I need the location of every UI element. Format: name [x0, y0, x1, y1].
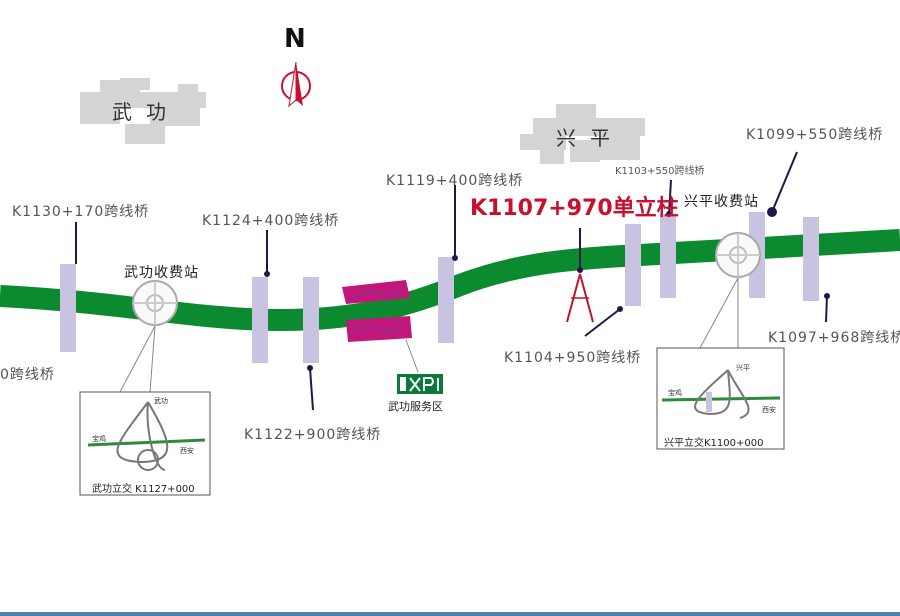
bridge-label-k1103: K1103+550跨线桥: [615, 166, 705, 177]
compass-icon: [281, 61, 311, 108]
town-block-wugong: [80, 78, 206, 144]
service-area-sign-icon: [397, 374, 443, 394]
service-area-label: 武功服务区: [388, 400, 443, 413]
xingping-interchange-west: 宝鸡: [668, 389, 682, 397]
xingping-interchange-east: 西安: [762, 406, 776, 414]
bridge-bar-k1130: [60, 264, 76, 352]
bottom-border: [0, 612, 900, 616]
grey-leader-lines: [119, 277, 739, 393]
bridge-bar-k1103: [660, 214, 676, 298]
bridge-label-left-partial: 0跨线桥: [0, 367, 55, 383]
interchange-diagram-xingping: [656, 347, 785, 450]
bridge-label-k1099: K1099+550跨线桥: [746, 127, 884, 143]
xingping-interchange-caption: 兴平立交K1100+000: [664, 438, 764, 449]
xingping-interchange-north: 兴平: [736, 364, 750, 372]
toll-icon-wugong: [132, 280, 178, 326]
north-label: N: [284, 24, 307, 54]
bridge-bar-k1104: [625, 224, 641, 306]
bridge-label-k1122: K1122+900跨线桥: [244, 427, 382, 443]
toll-label-xingping: 兴平收费站: [684, 194, 759, 210]
service-area-markers: [342, 280, 412, 342]
leader-lines: [75, 151, 830, 411]
bridge-bar-k1122: [303, 277, 319, 363]
bridge-label-k1124: K1124+400跨线桥: [202, 213, 340, 229]
bridge-label-k1119: K1119+400跨线桥: [386, 173, 524, 189]
bridge-label-k1130: K1130+170跨线桥: [12, 204, 150, 220]
bridge-bar-k1097: [803, 217, 819, 301]
column-label: K1107+970单立柱: [470, 196, 679, 221]
town-label-wugong: 武功: [112, 100, 180, 124]
wugong-interchange-north: 武功: [154, 397, 168, 405]
town-label-xingping: 兴平: [556, 126, 624, 150]
wugong-interchange-west: 宝鸡: [92, 435, 106, 443]
wugong-interchange-east: 西安: [180, 447, 194, 455]
toll-icon-xingping: [715, 232, 761, 278]
bridge-bar-k1124: [252, 277, 268, 363]
wugong-interchange-caption: 武功立交 K1127+000: [92, 484, 195, 495]
bridge-bar-k1119: [438, 257, 454, 343]
single-column-marker: [566, 228, 594, 323]
interchange-diagram-wugong: [79, 391, 211, 496]
toll-label-wugong: 武功收费站: [124, 265, 199, 281]
bridge-bars: [60, 212, 819, 363]
bridge-label-k1097: K1097+968跨线桥: [768, 330, 900, 346]
bridge-label-k1104: K1104+950跨线桥: [504, 350, 642, 366]
town-block-xingping: [520, 104, 645, 164]
